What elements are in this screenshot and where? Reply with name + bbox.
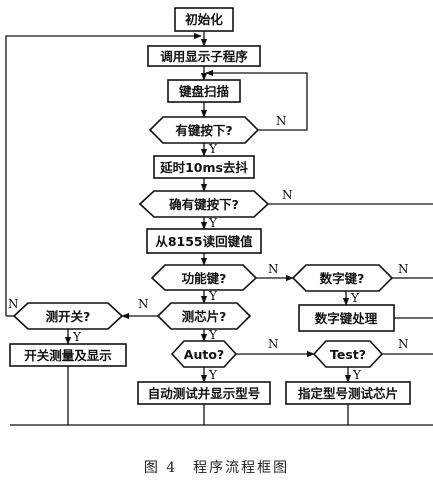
label-n-func: N — [268, 262, 279, 276]
node-digit-key-decision: 数字键? — [291, 264, 394, 292]
svg-text:Test?: Test? — [330, 347, 366, 362]
svg-text:有键按下?: 有键按下? — [175, 123, 232, 138]
node-switch-decision: 测开关? — [12, 302, 124, 330]
node-auto-test: 自动测试并显示型号 — [137, 381, 271, 405]
node-spec-test: 指定型号测试芯片 — [285, 381, 411, 405]
svg-text:自动测试并显示型号: 自动测试并显示型号 — [148, 386, 261, 401]
node-func-key-decision: 功能键? — [150, 264, 258, 291]
label-n-switch: N — [8, 297, 19, 311]
label-n-key-pressed: N — [276, 114, 287, 128]
svg-text:键盘扫描: 键盘扫描 — [178, 84, 230, 99]
svg-text:延时10ms去抖: 延时10ms去抖 — [159, 160, 248, 175]
node-call-display: 调用显示子程序 — [147, 45, 261, 67]
branch-labels: N Y N Y N Y N Y N Y N Y N Y N Y — [8, 114, 409, 382]
label-n-test-chip: N — [138, 297, 149, 311]
svg-text:确有键按下?: 确有键按下? — [169, 197, 239, 212]
label-n-test: N — [398, 337, 409, 351]
node-digit-proc: 数字键处理 — [298, 304, 395, 332]
svg-text:调用显示子程序: 调用显示子程序 — [160, 49, 248, 64]
label-y-test-chip: Y — [208, 328, 218, 342]
figure-caption: 图 4 程序流程框图 — [143, 460, 290, 476]
node-test-chip-decision: 测芯片? — [156, 302, 252, 330]
node-kb-scan: 键盘扫描 — [167, 79, 241, 103]
node-test-decision: Test? — [312, 340, 384, 368]
flowchart-diagram: 初始化 调用显示子程序 键盘扫描 有键按下? 延时10ms去抖 确有键按下? 从… — [5, 7, 433, 426]
label-y-digit: Y — [350, 291, 360, 305]
svg-text:测开关?: 测开关? — [46, 309, 91, 324]
svg-text:初始化: 初始化 — [185, 12, 223, 27]
svg-text:从8155读回键值: 从8155读回键值 — [155, 234, 253, 249]
flow-edges — [5, 31, 433, 426]
node-confirm-key-decision: 确有键按下? — [138, 190, 270, 218]
label-y-func: Y — [208, 289, 218, 303]
node-init: 初始化 — [174, 7, 234, 32]
label-n-digit: N — [398, 262, 409, 276]
svg-text:Auto?: Auto? — [184, 347, 224, 362]
label-y-switch: Y — [72, 330, 82, 344]
label-n-auto: N — [268, 337, 279, 351]
svg-text:数字键处理: 数字键处理 — [314, 311, 378, 326]
svg-text:功能键?: 功能键? — [182, 271, 227, 286]
svg-text:数字键?: 数字键? — [319, 271, 365, 286]
label-y-auto: Y — [208, 368, 218, 382]
label-y-test: Y — [352, 368, 362, 382]
svg-text:指定型号测试芯片: 指定型号测试芯片 — [298, 386, 398, 401]
node-auto-decision: Auto? — [170, 340, 238, 368]
label-y-confirm: Y — [208, 216, 218, 230]
svg-text:开关测量及显示: 开关测量及显示 — [24, 348, 112, 363]
node-key-pressed-decision: 有键按下? — [148, 116, 260, 144]
node-switch-measure: 开关测量及显示 — [9, 343, 127, 367]
node-read-8155: 从8155读回键值 — [146, 228, 262, 254]
node-delay: 延时10ms去抖 — [153, 155, 255, 179]
label-y-key-pressed: Y — [208, 142, 218, 156]
label-n-confirm: N — [282, 188, 293, 202]
svg-text:测芯片?: 测芯片? — [182, 309, 227, 324]
